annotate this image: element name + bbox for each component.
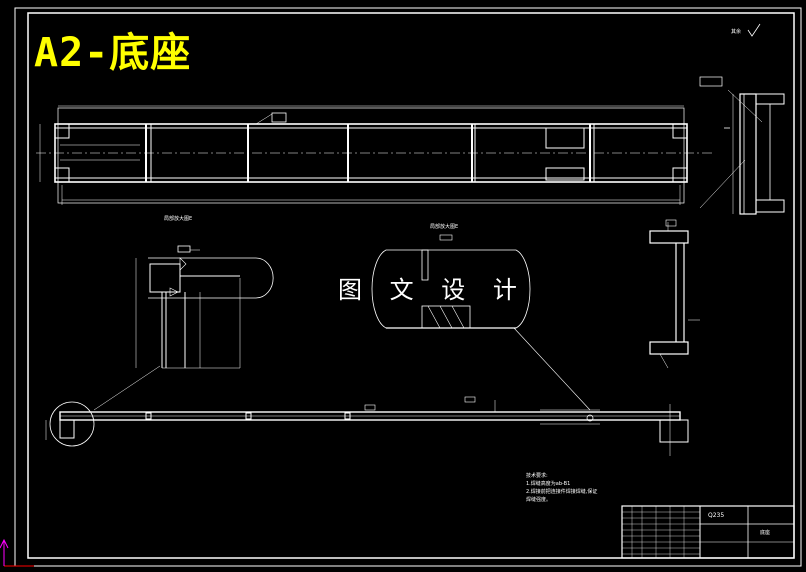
- ucs-axis-icon: [0, 538, 34, 567]
- drawing-title: A2-底座: [34, 30, 192, 76]
- tech-requirement-item: 2.焊接前把连接件焊接焊缝,保证: [526, 489, 598, 495]
- roughness-symbol-icon: [747, 23, 761, 37]
- tech-requirement-item: 焊缝强度。: [526, 497, 552, 503]
- top-elevation-view: [36, 105, 712, 205]
- detail-label-1: 局部放大图E: [164, 216, 193, 222]
- detail-label-2: 局部放大图E: [430, 224, 459, 230]
- right-side-view: [699, 76, 785, 215]
- tech-requirement-item: 1.焊缝高度为ab-B1: [526, 481, 571, 487]
- part-name-label: 底座: [760, 530, 771, 536]
- tech-requirements-heading: 技术要求:: [526, 473, 548, 479]
- front-view: [45, 365, 689, 456]
- detail-view-2: [371, 234, 591, 411]
- material-label: Q235: [708, 512, 725, 519]
- outer-border: [14, 7, 802, 567]
- watermark-text: 图 文 设 计: [338, 276, 527, 304]
- roughness-note: 其余: [731, 29, 742, 35]
- title-block: [621, 505, 795, 559]
- detail-view-1: [135, 245, 274, 369]
- inner-border: [27, 12, 795, 559]
- section-view-right: [649, 219, 700, 369]
